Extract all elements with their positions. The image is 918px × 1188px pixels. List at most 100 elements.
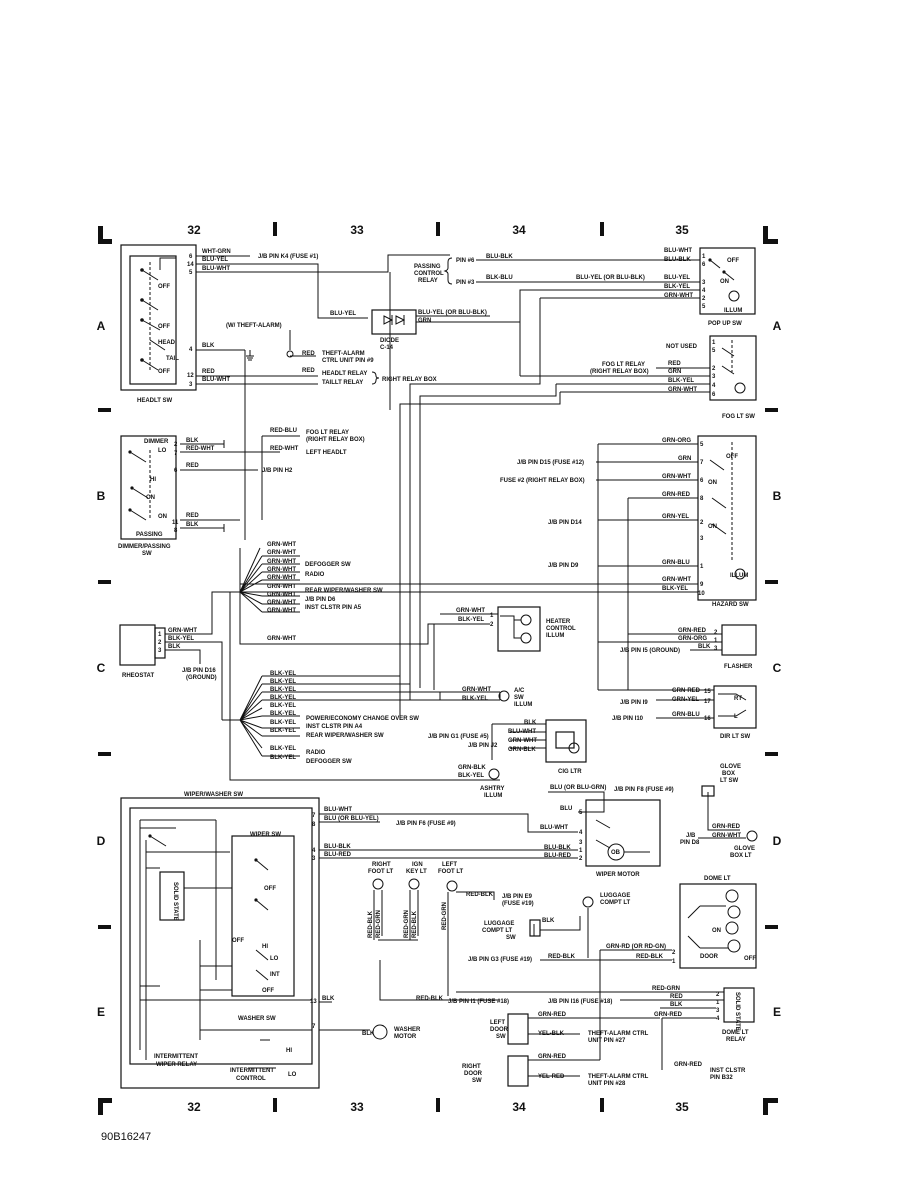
popup-title: POP UP SW [708, 321, 742, 327]
wiper-pin-7b: 7 [312, 1024, 316, 1030]
fog-pin-6: 6 [712, 392, 716, 398]
lug-sw-2: COMPT LT [482, 928, 513, 934]
wire-blk-yel-h5: BLK-YEL [270, 703, 296, 709]
wire-grn-fog: GRN [668, 369, 681, 375]
wire-blk-fl: BLK [698, 644, 711, 650]
rheostat-pin-3: 3 [158, 648, 162, 654]
rt-foot-1: RIGHT [372, 862, 391, 868]
wire-blu-yel-popup: BLU-YEL [664, 275, 690, 281]
fog-pin-1: 1 [712, 340, 716, 346]
diode-box [371, 309, 417, 335]
solid-state-box [159, 871, 185, 921]
glove-sw-2: BOX [722, 771, 735, 777]
dome-door: DOOR [700, 954, 719, 960]
wiper-outer-box [120, 797, 320, 1089]
fog-title: FOG LT SW [722, 414, 755, 420]
washer-motor: BLK BLK WASHER MOTOR [319, 996, 421, 1040]
wire-red-blu: RED-BLU [270, 428, 297, 434]
label-fuse2: FUSE #2 (RIGHT RELAY BOX) [500, 478, 585, 484]
wire-blk-yel-rheo: BLK-YEL [168, 636, 194, 642]
ash-title-1: ASHTRY [480, 786, 504, 792]
hazard-on: ON [708, 480, 717, 486]
wiper-washer-switch: WIPER/WASHER SW WIPER SW OFF OFF HI LO I… [120, 792, 320, 1089]
col-label-top-35: 35 [675, 223, 689, 237]
dimmer-title-2: SW [142, 551, 152, 557]
rheostat-pin-1: 1 [158, 632, 162, 638]
document-code: 90B16247 [101, 1131, 151, 1143]
hazard-pin-9: 9 [700, 582, 704, 588]
passing-relay-l1: PASSING [414, 264, 441, 270]
label-jb-d14: J/B PIN D14 [548, 520, 582, 526]
ashtray-illum: GRN-BLK BLK-YEL ASHTRY ILLUM [458, 765, 504, 799]
col-label-top-34: 34 [512, 223, 526, 237]
heater-control-illum: 1 2 HEATER CONTROL ILLUM GRN-WHT BLK-YEL [433, 606, 576, 690]
dome-box [679, 883, 757, 969]
wire-blu-yel-1: BLU-YEL [202, 257, 228, 263]
row-tick-right-3 [765, 752, 778, 756]
wire-grn-red-rd: GRN-RED [538, 1054, 567, 1060]
flasher-pin-1: 1 [714, 638, 718, 644]
illumination-harness: GRN-WHT GRN-WHT GRN-WHT DEFOGGER SW GRN-… [229, 542, 490, 700]
wire-wht-grn: WHT-GRN [202, 249, 231, 255]
wire-red-dim-2: RED [186, 513, 199, 519]
wm-pin-2: 2 [579, 856, 583, 862]
label-defogger-2: DEFOGGER SW [306, 759, 352, 765]
col-tick-bottom-1 [273, 1098, 277, 1112]
row-label-right-C: C [773, 661, 782, 675]
label-defogger-sw: DEFOGGER SW [305, 562, 351, 568]
rdoor-1: RIGHT [462, 1064, 481, 1070]
wire-grn-wht-glv: GRN-WHT [712, 833, 741, 839]
wiper-lo: LO [270, 956, 279, 962]
heater-title-1: HEATER [546, 619, 571, 625]
wire-grn-blu-haz: GRN-BLU [662, 560, 690, 566]
harness-wires [244, 272, 561, 720]
wire-blu-wht-popup: BLU-WHT [664, 248, 692, 254]
corner-mark-bottom-right [763, 1098, 778, 1115]
wire-red-blk-i1: RED-BLK [416, 996, 444, 1002]
wire-grn-red-rel: GRN-RED [654, 1012, 683, 1018]
corner-mark-top-right [763, 226, 778, 244]
wire-blu-wip: BLU [560, 806, 572, 812]
wire-blu-yel-or: BLU-YEL (OR BLU-BLK) [418, 310, 487, 316]
ign-key-2: KEY LT [406, 869, 427, 875]
wire-grn-blk-ash: GRN-BLK [458, 765, 486, 771]
wire-grn-org-fl: GRN-ORG [678, 636, 707, 642]
wire-blu-blk-wip: BLU-BLK [324, 844, 351, 850]
ldoor-2: DOOR [490, 1027, 509, 1033]
col-label-bottom-34: 34 [512, 1100, 526, 1114]
row-label-right-D: D [773, 834, 782, 848]
dir-pin-16: 16 [704, 716, 711, 722]
jb-d8-1: J/B [686, 833, 696, 839]
wiper-pin-3: 3 [312, 856, 316, 862]
wiper-sw-label: WIPER SW [250, 832, 281, 838]
label-rear-wiper-2: REAR WIPER/WASHER SW [306, 733, 384, 739]
hazard-pin-10: 10 [698, 591, 705, 597]
hazard-switch: OFF ON ON ILLUM HAZARD SW 5 7 6 8 2 3 1 … [240, 435, 757, 690]
wire-blu-wht-1: BLU-WHT [202, 266, 230, 272]
wire-blu-wht-cig: BLU-WHT [508, 729, 536, 735]
headlt-pin-4: 4 [189, 347, 193, 353]
wiper-off-2: OFF [232, 938, 244, 944]
wire-blk-yel-h1: BLK-YEL [270, 671, 296, 677]
dir-title: DIR LT SW [720, 734, 751, 740]
col-label-bottom-32: 32 [187, 1100, 201, 1114]
dir-pin-15: 15 [704, 689, 711, 695]
dimmer-passing-switch: DIMMER LO HI ON ON PASSING DIMMER/PASSIN… [118, 428, 365, 557]
wire-grn-wht-rheo: GRN-WHT [168, 628, 197, 634]
label-theft-alarm-2: CTRL UNIT PIN #9 [322, 358, 374, 364]
washer-motor-1: WASHER [394, 1027, 421, 1033]
wire-red-grn-ik: RED-GRN [404, 910, 410, 938]
lug-lt-2: COMPT LT [600, 900, 631, 906]
jb-e9-2: (FUSE #19) [502, 901, 534, 907]
dimmer-label: DIMMER [144, 439, 169, 445]
wire-red-grn-rel: RED-GRN [652, 986, 680, 992]
wire-grn-wht-i10: GRN-WHT [267, 636, 296, 642]
ldoor-1: LEFT [490, 1020, 505, 1026]
theft27-1: THEFT-ALARM CTRL [588, 1031, 649, 1037]
row-tick-left-3 [98, 752, 111, 756]
dimmer-on-2: ON [158, 514, 167, 520]
row-tick-right-1 [765, 408, 778, 412]
rheostat: 1 2 3 RHEOSTAT GRN-WHT BLK-YEL BLK J/B P… [119, 591, 240, 720]
cig-lighter: BLK BLU-WHT GRN-WHT GRN-BLK J/B PIN G1 (… [428, 719, 587, 775]
popup-pin-2: 2 [702, 296, 706, 302]
